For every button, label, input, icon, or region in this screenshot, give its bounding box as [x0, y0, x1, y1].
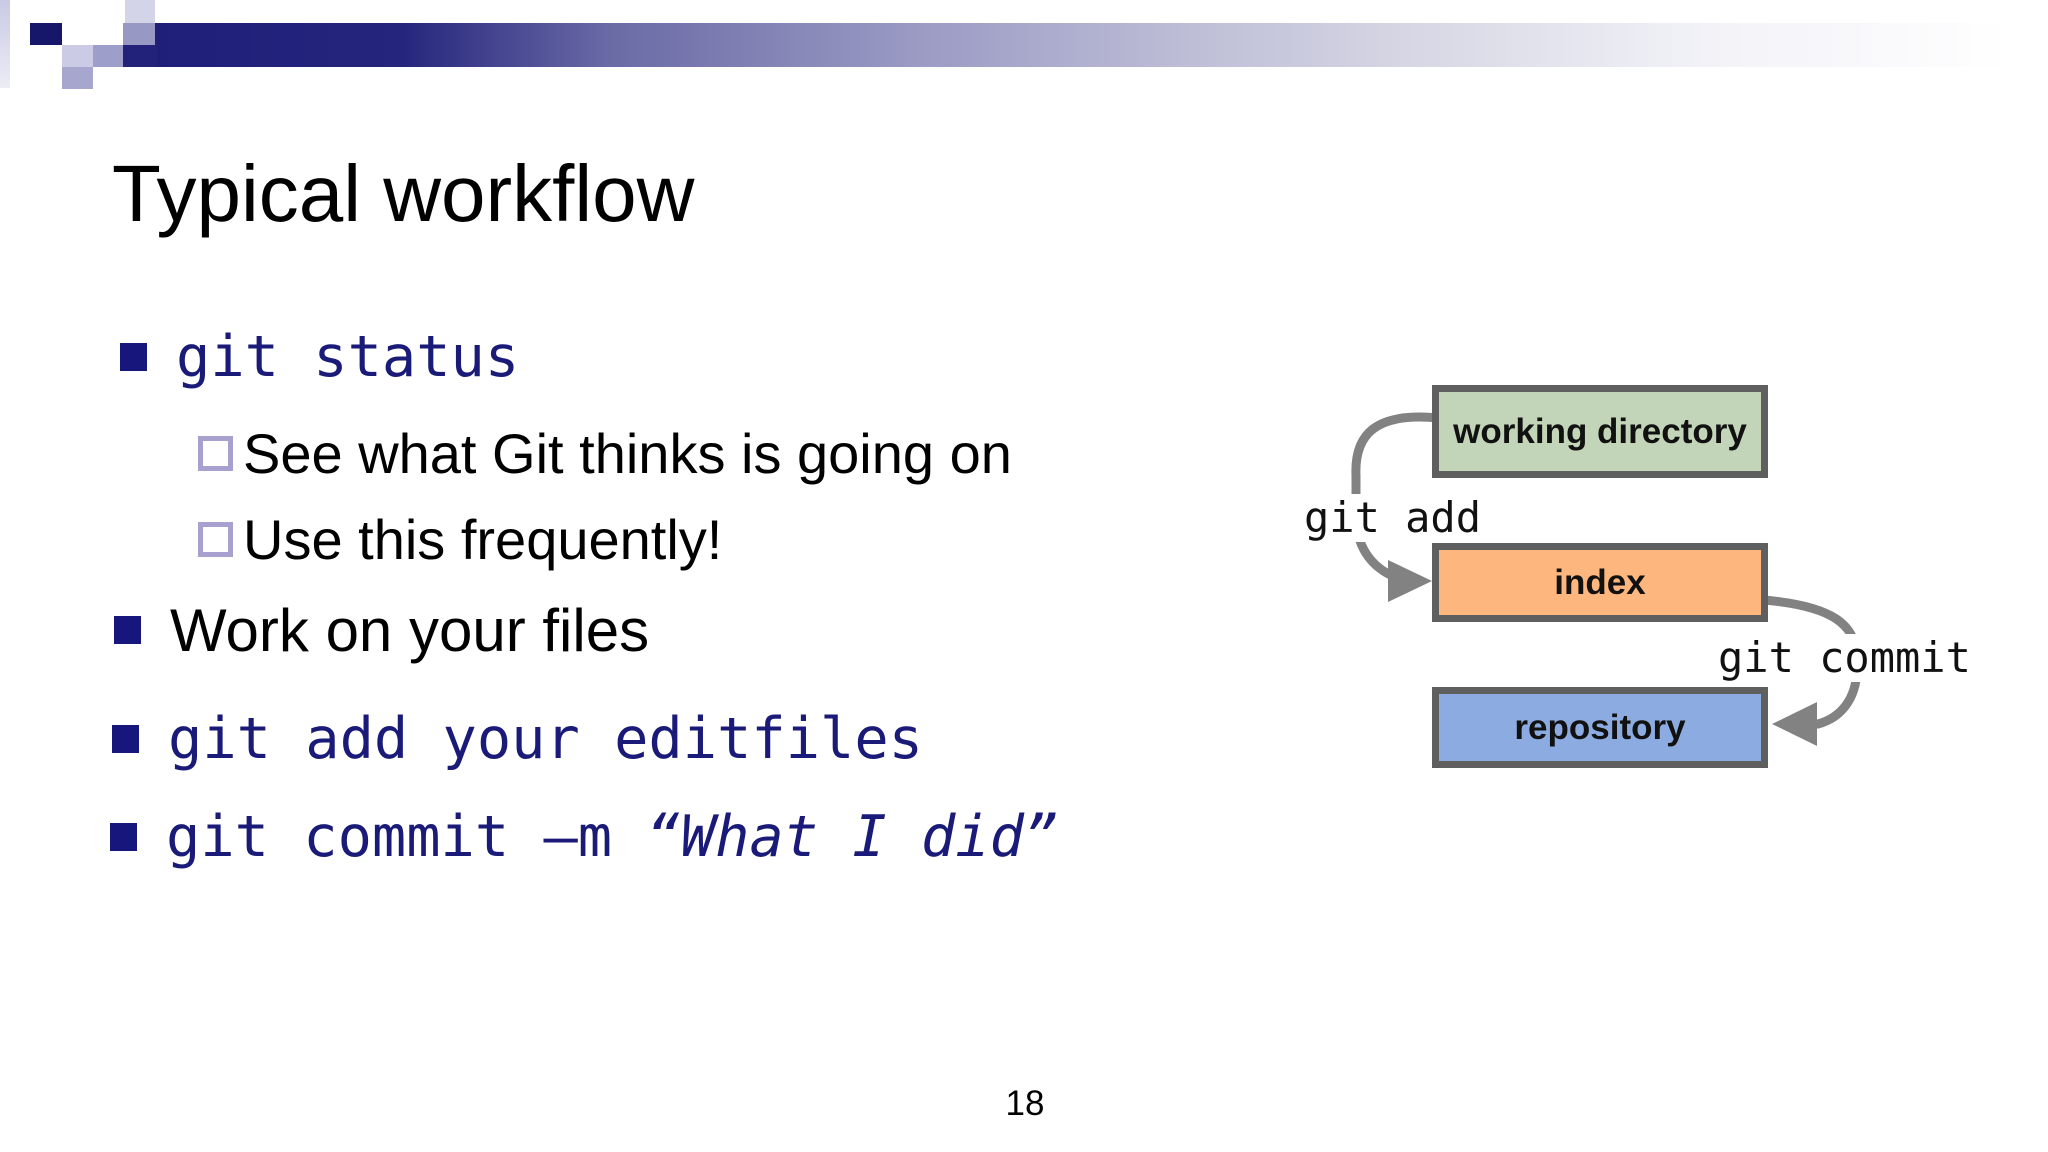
repository-box: repository	[1432, 687, 1768, 768]
bullet-text: git status	[176, 324, 520, 390]
subbullet-text: See what Git thinks is going on	[243, 421, 1012, 485]
header-square-medium-2	[93, 45, 123, 67]
bullet-square-icon	[110, 823, 137, 851]
header-left-strip	[0, 0, 10, 88]
bullet-text: Work on your files	[170, 596, 650, 664]
git-workflow-diagram: git add git commit working directory ind…	[1280, 370, 1990, 790]
header-square-dark	[123, 45, 157, 67]
page-title: Typical workflow	[112, 149, 695, 238]
header-square-light-2	[62, 45, 93, 67]
bullet-square-icon	[114, 616, 141, 644]
working-directory-box: working directory	[1432, 385, 1768, 478]
bullet-square-icon	[112, 725, 139, 753]
git-add-arrow-label: git add	[1302, 493, 1484, 542]
bullet-text: git add your editfiles	[168, 706, 923, 772]
bullet-text: git commit –m “What I did”	[166, 804, 1058, 870]
commit-command-text: git commit –m	[166, 804, 647, 870]
subbullet-use: Use this frequently!	[198, 504, 722, 574]
bullet-git-commit: git commit –m “What I did”	[110, 801, 1058, 873]
hollow-square-icon	[198, 521, 233, 557]
git-commit-arrow-label: git commit	[1716, 633, 1973, 682]
bullet-square-icon	[120, 343, 147, 371]
bullet-git-add: git add your editfiles	[112, 703, 923, 775]
index-label: index	[1554, 562, 1646, 602]
header-square-medium-1	[123, 23, 155, 45]
page-number: 18	[1005, 1084, 1045, 1123]
git-add-arrowhead-icon	[1388, 560, 1432, 602]
header-square-medium-3	[62, 67, 93, 89]
header-square-navy	[30, 23, 62, 45]
header-square-light-1	[125, 0, 155, 23]
hollow-square-icon	[198, 435, 233, 471]
header-gradient-bar	[155, 23, 2048, 67]
git-commit-arrowhead-icon	[1772, 702, 1817, 746]
commit-message-text: “What I did”	[646, 804, 1059, 870]
subbullet-text: Use this frequently!	[243, 507, 723, 571]
git-add-arrow	[1351, 412, 1443, 586]
bullet-git-status: git status	[120, 321, 519, 393]
working-directory-label: working directory	[1453, 411, 1747, 451]
bullet-work-on-files: Work on your files	[114, 594, 649, 666]
repository-label: repository	[1514, 707, 1686, 747]
index-box: index	[1432, 543, 1768, 622]
subbullet-see: See what Git thinks is going on	[198, 418, 1012, 488]
